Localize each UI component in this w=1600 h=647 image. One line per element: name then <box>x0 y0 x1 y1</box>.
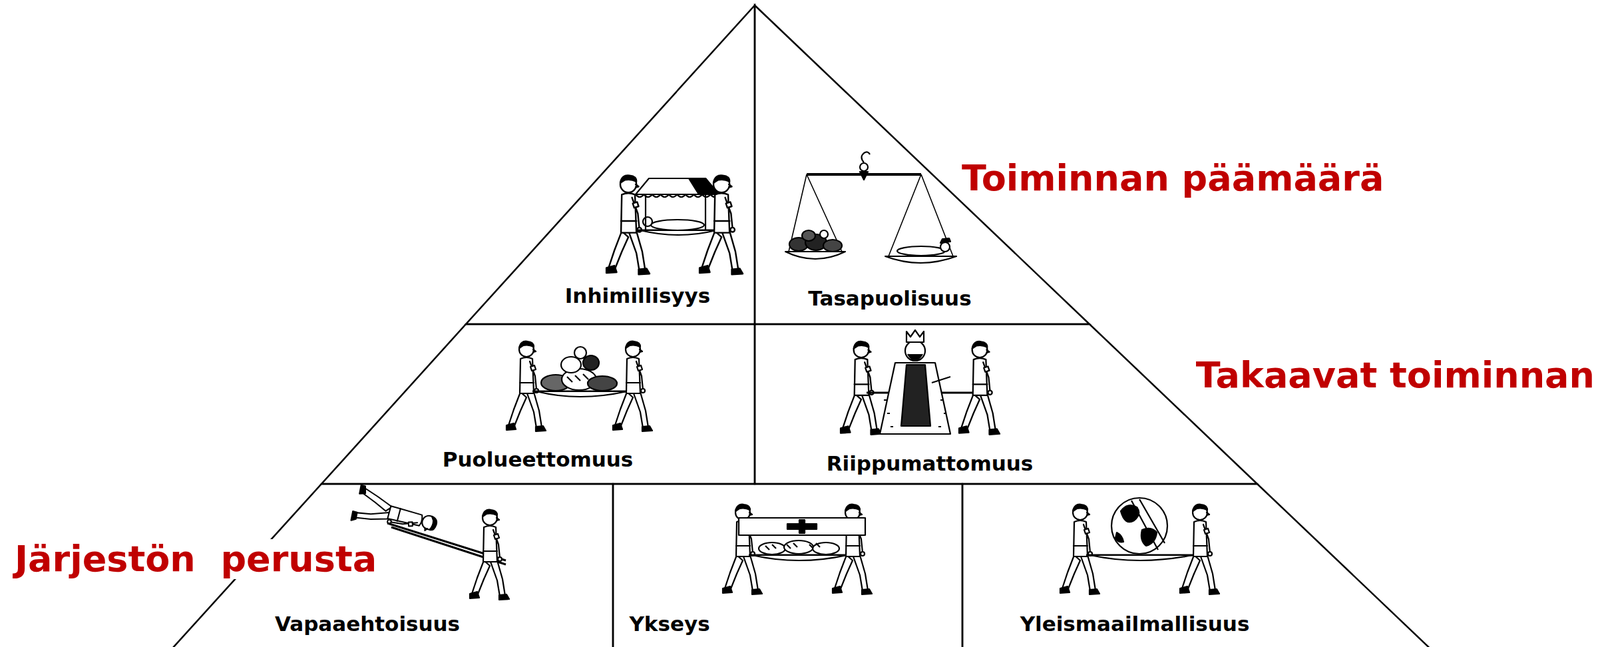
pyramid-cell: Riippumattomuus <box>754 324 1258 484</box>
principle-name: Riippumattomuus <box>826 451 1034 476</box>
bearer-figure <box>1060 504 1100 595</box>
cell-border <box>754 324 1258 484</box>
principle-name: Inhimillisyys <box>565 284 711 309</box>
balance-sketch <box>785 151 957 263</box>
level-label: Takaavat toiminnan <box>1196 355 1595 395</box>
cell-outline <box>465 5 755 325</box>
independence-sketch <box>840 330 1000 435</box>
principle-name: Yleismaailmallisuus <box>1020 612 1250 637</box>
principle-name: Ykseys <box>628 612 710 637</box>
level-label: Järjestön perusta <box>11 539 380 579</box>
bearer-figure <box>506 341 546 432</box>
cell-border <box>612 483 963 647</box>
pyramid-cell: Puolueettomuus <box>321 324 755 484</box>
bearer-figure <box>959 341 1000 435</box>
pyramid-cell: Ykseys <box>612 483 963 647</box>
cell-border <box>321 324 755 484</box>
neutrality-sketch <box>506 341 653 432</box>
bearer-figure <box>1180 504 1220 595</box>
pyramid-cell: Inhimillisyys <box>465 5 755 325</box>
jumping-figure <box>350 484 442 542</box>
principle-name: Tasapuolisuus <box>807 286 972 311</box>
cell-border <box>465 5 755 325</box>
universality-sketch <box>1060 497 1220 595</box>
pyramid-cell: Yleismaailmallisuus <box>962 483 1438 647</box>
principle-name: Vapaaehtoisuus <box>274 612 460 637</box>
bearer-figure <box>612 341 653 432</box>
humanity-sketch <box>606 175 743 275</box>
bearer-figure <box>699 175 743 275</box>
bearer-figure <box>469 509 510 600</box>
level-label: Toiminnan päämäärä <box>961 158 1384 198</box>
cell-border <box>962 483 1438 647</box>
principle-name: Puolueettomuus <box>442 447 634 472</box>
unity-sketch <box>722 504 872 595</box>
bearer-figure <box>840 341 882 435</box>
